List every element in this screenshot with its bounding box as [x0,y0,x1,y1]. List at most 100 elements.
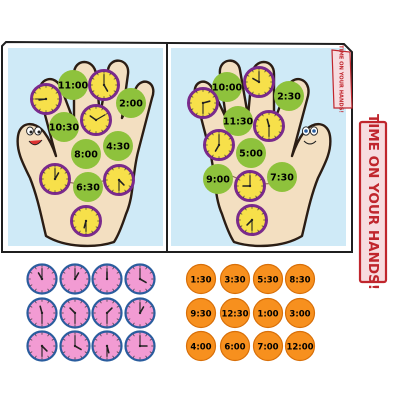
time-label-circle[interactable]: 7:30 [267,162,297,192]
clock-tick [105,113,108,115]
pink-clock-card[interactable] [26,330,58,362]
time-label-circle[interactable]: 9:00 [203,164,233,194]
purple-clock-icon[interactable] [39,163,71,195]
clock-tick [95,226,98,228]
clock-tick [48,167,50,170]
clock-center [40,277,44,281]
clock-tick [107,173,110,175]
clock-tick [128,339,131,341]
pink-clock-card[interactable] [26,263,58,295]
orange-time-card[interactable]: 3:00 [284,297,316,329]
clock-tick [30,284,33,286]
clock-tick [116,284,119,286]
clock-tick [68,322,70,325]
clock-tick [74,226,77,228]
clock-tick [35,301,37,304]
time-label-circle[interactable]: 4:30 [103,131,133,161]
pink-clock-card[interactable] [124,263,156,295]
orange-time-card[interactable]: 1:00 [252,297,284,329]
clock-tick [105,125,108,127]
clock-tick [100,322,102,325]
clock-tick [278,131,281,133]
pink-clock-card[interactable] [91,263,123,295]
clock-tick [100,288,102,291]
orange-time-card[interactable]: 7:00 [252,330,284,362]
pupil-icon [312,129,316,133]
time-label-circle[interactable]: 6:30 [73,172,103,202]
orange-circle [252,297,284,329]
clock-tick [63,339,66,341]
time-label: 6:00 [224,343,245,353]
purple-clock-icon[interactable] [30,83,62,115]
time-label-circle[interactable]: 5:00 [236,138,266,168]
time-label-circle[interactable]: 2:30 [274,81,304,111]
clock-tick [63,284,66,286]
clock-tick [207,138,210,140]
clock-tick [274,135,276,138]
orange-time-card[interactable]: 12:00 [284,330,316,362]
time-label-circle[interactable]: 11:00 [58,70,89,100]
clock-tick [89,108,91,111]
purple-clock-icon[interactable] [70,205,102,237]
clock-tick [259,179,262,181]
orange-time-card[interactable]: 8:30 [284,263,316,295]
pink-clock-card[interactable] [59,263,91,295]
clock-tick [116,272,119,274]
orange-time-card[interactable]: 5:30 [252,263,284,295]
pink-clock-card[interactable] [59,330,91,362]
time-label: 1:00 [257,310,278,320]
time-label-circle[interactable]: 8:00 [71,139,101,169]
pink-clock-card[interactable] [26,297,58,329]
purple-clock-icon[interactable] [243,66,275,98]
pink-clock-card[interactable] [91,330,123,362]
clock-tick [91,230,93,233]
clock-tick [128,284,131,286]
purple-clock-icon[interactable] [253,110,285,142]
clock-tick [262,114,264,117]
orange-time-card[interactable]: 9:30 [185,297,217,329]
orange-circle [185,330,217,362]
clock-tick [95,284,98,286]
clock-tick [128,272,131,274]
clock-tick [264,70,266,73]
purple-clock-icon[interactable] [187,87,219,119]
pink-clock-card[interactable] [124,297,156,329]
clock-tick [109,73,111,76]
time-label: 7:30 [270,173,294,184]
time-label: 9:00 [206,175,230,186]
orange-circle [219,330,251,362]
time-label: 2:00 [119,99,143,110]
clock-tick [95,214,98,216]
purple-clock-icon[interactable] [80,104,112,136]
orange-time-card[interactable]: 6:00 [219,330,251,362]
pink-clock-card[interactable] [91,297,123,329]
pink-clock-card[interactable] [59,297,91,329]
folder-label-tab [331,49,353,109]
clock-tick [30,339,33,341]
orange-time-card[interactable]: 1:30 [185,263,217,295]
orange-time-card[interactable]: 3:30 [219,263,251,295]
clock-tick [149,339,152,341]
clock-tick [60,167,62,170]
time-label-circle[interactable]: 11:30 [223,106,254,136]
orange-time-card[interactable]: 4:00 [185,330,217,362]
time-label-circle[interactable]: 10:00 [212,72,243,102]
orange-time-card[interactable]: 12:30 [219,297,251,329]
clock-tick [68,267,70,270]
time-label-circle[interactable]: 2:00 [116,88,146,118]
purple-clock-icon[interactable] [103,164,135,196]
clock-tick [112,334,114,337]
time-label: 7:00 [257,343,278,353]
clock-tick [196,91,198,94]
clock-tick [89,129,91,132]
clock-tick [97,73,99,76]
purple-clock-icon[interactable] [234,170,266,202]
title-card[interactable]: TIME ON YOUR HANDS! [358,114,388,290]
purple-clock-icon[interactable] [88,69,120,101]
clock-tick [79,230,81,233]
purple-clock-icon[interactable] [203,129,235,161]
orange-circle [219,263,251,295]
purple-clock-icon[interactable] [236,204,268,236]
time-label-circle[interactable]: 10:30 [49,112,80,142]
pink-clock-card[interactable] [124,330,156,362]
